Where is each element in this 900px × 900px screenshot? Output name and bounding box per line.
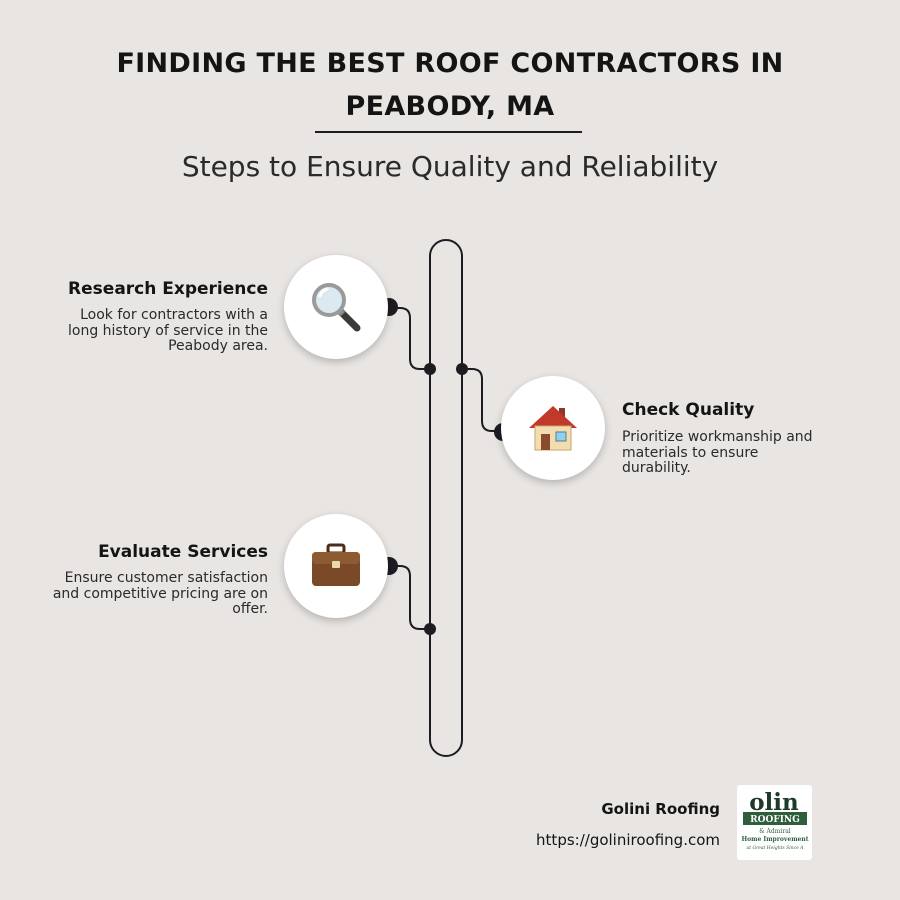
footer-website-link[interactable]: https://goliniroofing.com xyxy=(536,831,720,849)
connector-services xyxy=(390,565,430,630)
quality-icon-circle xyxy=(501,376,605,480)
step-title-research: Research Experience xyxy=(68,279,268,299)
logo-roofing-text: ROOFING xyxy=(750,815,800,825)
step-desc-quality: Prioritize workmanship and materials to … xyxy=(622,429,813,476)
step-desc-services: Ensure customer satisfaction and competi… xyxy=(52,570,268,617)
step-desc-research: Look for contractors with a long history… xyxy=(68,307,268,354)
company-logo: olin ROOFING & Admiral Home Improvement … xyxy=(737,785,812,860)
services-icon-circle xyxy=(284,514,388,618)
title-line-2: PEABODY, MA xyxy=(345,91,555,122)
footer-company-name: Golini Roofing xyxy=(601,800,720,818)
logo-wordmark: olin xyxy=(749,789,799,816)
logo-admiral-text: & Admiral xyxy=(759,828,790,835)
page-title: FINDING THE BEST ROOF CONTRACTORS IN PEA… xyxy=(60,42,840,128)
magnifying-glass-icon xyxy=(312,283,361,332)
golini-roofing-logo: olin ROOFING & Admiral Home Improvement … xyxy=(741,789,808,851)
track-node-services xyxy=(424,623,436,635)
track-node-quality xyxy=(456,363,468,375)
connector-research xyxy=(390,307,430,370)
house-icon xyxy=(529,406,577,451)
logo-home-improvement-text: Home Improvement xyxy=(741,836,808,843)
page-subtitle: Steps to Ensure Quality and Reliability xyxy=(181,150,719,183)
title-line-1: FINDING THE BEST ROOF CONTRACTORS IN xyxy=(116,48,784,79)
research-icon-circle xyxy=(284,255,388,359)
logo-tagline-text: at Great Heights Since A xyxy=(747,845,805,851)
title-underline xyxy=(315,131,582,133)
briefcase-icon xyxy=(312,543,360,586)
track-node-research xyxy=(424,363,436,375)
connector-quality xyxy=(462,368,503,432)
timeline-track xyxy=(429,238,463,757)
step-title-services: Evaluate Services xyxy=(98,542,268,562)
step-title-quality: Check Quality xyxy=(622,400,755,420)
